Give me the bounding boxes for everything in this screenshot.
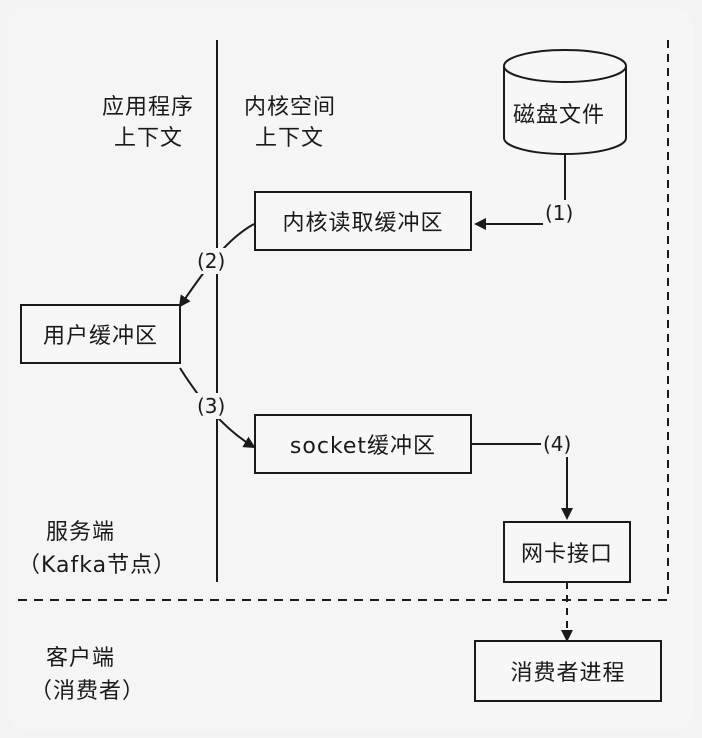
server-label-line2: （Kafka节点） — [18, 553, 177, 578]
nic-box: 网卡接口 — [503, 521, 631, 583]
nic-label: 网卡接口 — [520, 542, 613, 567]
server-label-line1: 服务端 — [46, 520, 116, 545]
step-2-label: (2) — [195, 248, 228, 274]
step-1-label: (1) — [543, 200, 576, 226]
kernel-context-label-line1: 内核空间 — [244, 95, 337, 120]
user-buffer-box: 用户缓冲区 — [20, 304, 181, 364]
disk-cylinder-icon — [503, 49, 627, 155]
client-label-line1: 客户端 — [46, 646, 116, 671]
consumer-process-label: 消费者进程 — [510, 661, 626, 686]
app-context-label-line2: 上下文 — [114, 126, 184, 151]
kernel-context-label-line2: 上下文 — [255, 126, 325, 151]
socket-buffer-label: socket缓冲区 — [289, 434, 437, 459]
client-label-line2: （消费者） — [30, 679, 146, 704]
step-4-label: (4) — [541, 431, 574, 457]
app-context-label-line1: 应用程序 — [102, 95, 195, 120]
user-buffer-label: 用户缓冲区 — [42, 324, 158, 349]
socket-buffer-box: socket缓冲区 — [254, 414, 472, 474]
kernel-read-buffer-label: 内核读取缓冲区 — [282, 211, 444, 236]
kernel-read-buffer-box: 内核读取缓冲区 — [254, 191, 472, 251]
disk-file-label: 磁盘文件 — [513, 103, 606, 128]
step-3-label: (3) — [195, 393, 228, 419]
consumer-process-box: 消费者进程 — [474, 640, 662, 702]
